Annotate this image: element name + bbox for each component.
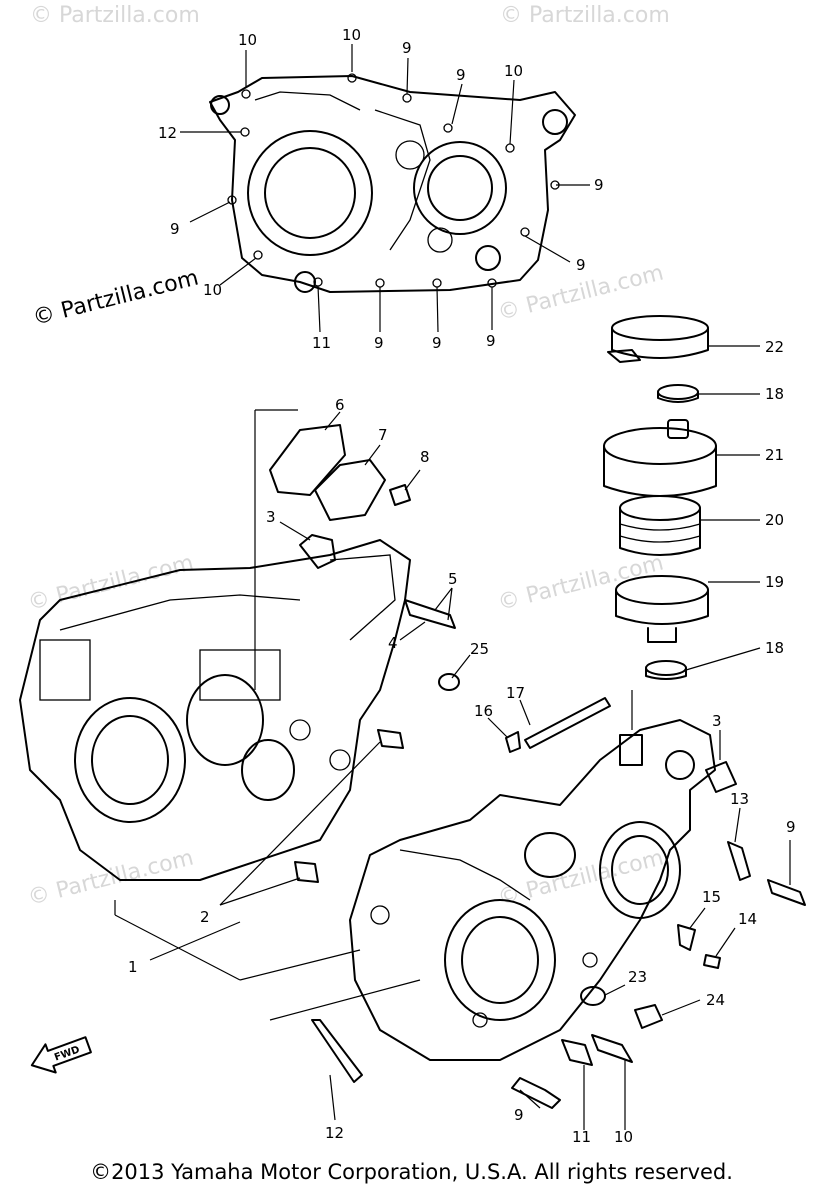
callout-9-h: 9 bbox=[486, 332, 496, 350]
callout-12-a: 12 bbox=[158, 124, 177, 142]
callout-9-b: 9 bbox=[456, 66, 466, 84]
watermark-right-mid: © Partzilla.com bbox=[495, 550, 666, 615]
callout-16: 16 bbox=[474, 702, 493, 720]
callout-17: 17 bbox=[506, 684, 525, 702]
callout-9-g: 9 bbox=[432, 334, 442, 352]
callout-9-a: 9 bbox=[402, 39, 412, 57]
watermark-left-low: © Partzilla.com bbox=[25, 845, 196, 910]
callout-9-f: 9 bbox=[374, 334, 384, 352]
callout-1: 1 bbox=[128, 958, 138, 976]
callout-9-j: 9 bbox=[514, 1106, 524, 1124]
watermark-main: © Partzilla.com bbox=[30, 265, 201, 330]
left-crankcase-half bbox=[19, 424, 460, 883]
callout-22: 22 bbox=[765, 338, 784, 356]
callout-4: 4 bbox=[388, 634, 398, 652]
callout-13: 13 bbox=[730, 790, 749, 808]
callout-19: 19 bbox=[765, 573, 784, 591]
callout-25: 25 bbox=[470, 640, 489, 658]
callout-10-d: 9 bbox=[576, 256, 586, 274]
callout-10-c: 10 bbox=[504, 62, 523, 80]
top-callout-leaders bbox=[180, 44, 590, 333]
callout-24: 24 bbox=[706, 991, 725, 1009]
callout-7: 7 bbox=[378, 426, 388, 444]
callout-11-b: 11 bbox=[572, 1128, 591, 1146]
callout-23: 23 bbox=[628, 968, 647, 986]
callout-9-d: 9 bbox=[170, 220, 180, 238]
watermark-top-right: © Partzilla.com bbox=[500, 3, 670, 28]
callout-18-a: 18 bbox=[765, 385, 784, 403]
upper-crankcase-half bbox=[209, 73, 576, 293]
forward-arrow-icon: FWD bbox=[30, 1036, 92, 1074]
right-half-leaders bbox=[329, 699, 791, 1130]
air-filter-leaders bbox=[631, 345, 761, 730]
left-half-leaders bbox=[114, 409, 471, 1021]
watermark-right-low: © Partzilla.com bbox=[495, 845, 666, 910]
callout-10-a: 10 bbox=[238, 31, 257, 49]
right-crankcase-half bbox=[311, 697, 806, 1109]
callout-2: 2 bbox=[200, 908, 210, 926]
callout-3-b: 3 bbox=[712, 712, 722, 730]
callout-11-a: 11 bbox=[312, 334, 331, 352]
callout-21: 21 bbox=[765, 446, 784, 464]
watermark-left-mid: © Partzilla.com bbox=[25, 550, 196, 615]
callout-10-e: 10 bbox=[614, 1128, 633, 1146]
callout-3-a: 3 bbox=[266, 508, 276, 526]
callout-15: 15 bbox=[702, 888, 721, 906]
callout-9-e: 10 bbox=[203, 281, 222, 299]
callout-6: 6 bbox=[335, 396, 345, 414]
callout-14: 14 bbox=[738, 910, 757, 928]
air-filter-stack bbox=[603, 315, 717, 680]
callout-9-i: 9 bbox=[786, 818, 796, 836]
callout-8: 8 bbox=[420, 448, 430, 466]
callout-9-c: 9 bbox=[594, 176, 604, 194]
callout-12-b: 12 bbox=[325, 1124, 344, 1142]
callout-20: 20 bbox=[765, 511, 784, 529]
callout-10-b: 10 bbox=[342, 26, 361, 44]
watermark-top-left: © Partzilla.com bbox=[30, 3, 200, 28]
copyright-notice: ©2013 Yamaha Motor Corporation, U.S.A. A… bbox=[90, 1160, 733, 1184]
callout-5: 5 bbox=[448, 570, 458, 588]
callout-18-b: 18 bbox=[765, 639, 784, 657]
